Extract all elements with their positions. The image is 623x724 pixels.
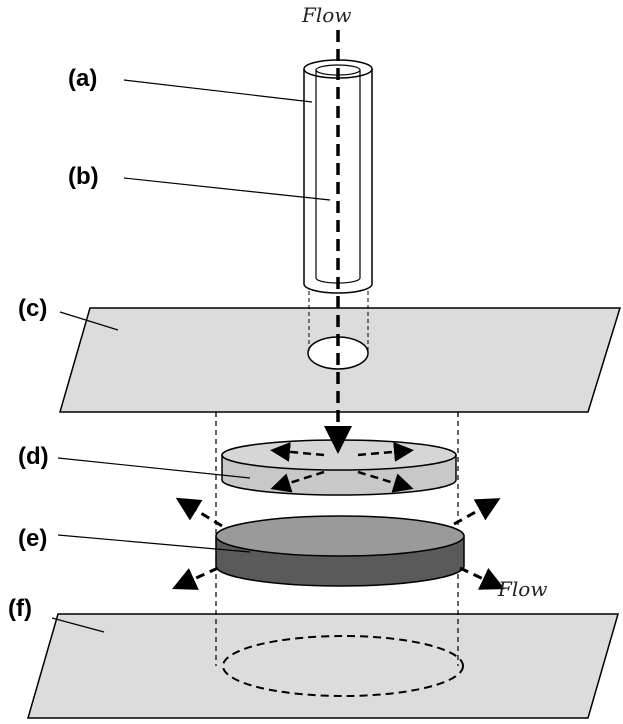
e-arrow-3 xyxy=(172,566,219,590)
label-a: (a) xyxy=(68,65,97,92)
leader-f xyxy=(51,617,105,633)
leader-b xyxy=(123,177,331,201)
flow-label-top: Flow xyxy=(301,3,351,27)
disk-d xyxy=(221,439,457,496)
leader-d xyxy=(57,457,251,479)
label-d: (d) xyxy=(18,443,49,470)
plate-f xyxy=(27,613,619,719)
leader-a xyxy=(123,79,313,103)
leader-e xyxy=(57,534,251,553)
d-arrow-1 xyxy=(270,441,325,462)
leader-c xyxy=(59,311,119,331)
label-f: (f) xyxy=(8,595,32,622)
e-arrow-2 xyxy=(453,498,501,526)
d-arrow-4 xyxy=(357,470,414,493)
d-arrow-2 xyxy=(357,441,414,462)
flow-label-right: Flow xyxy=(497,577,547,601)
label-b: (b) xyxy=(68,163,99,190)
label-c: (c) xyxy=(18,295,47,322)
d-arrow-3 xyxy=(270,470,325,493)
label-e: (e) xyxy=(18,525,47,552)
e-arrow-1 xyxy=(175,497,223,528)
dashed-ellipse-f xyxy=(222,635,464,697)
e-arrow-4 xyxy=(459,566,505,590)
disk-e xyxy=(215,515,465,587)
